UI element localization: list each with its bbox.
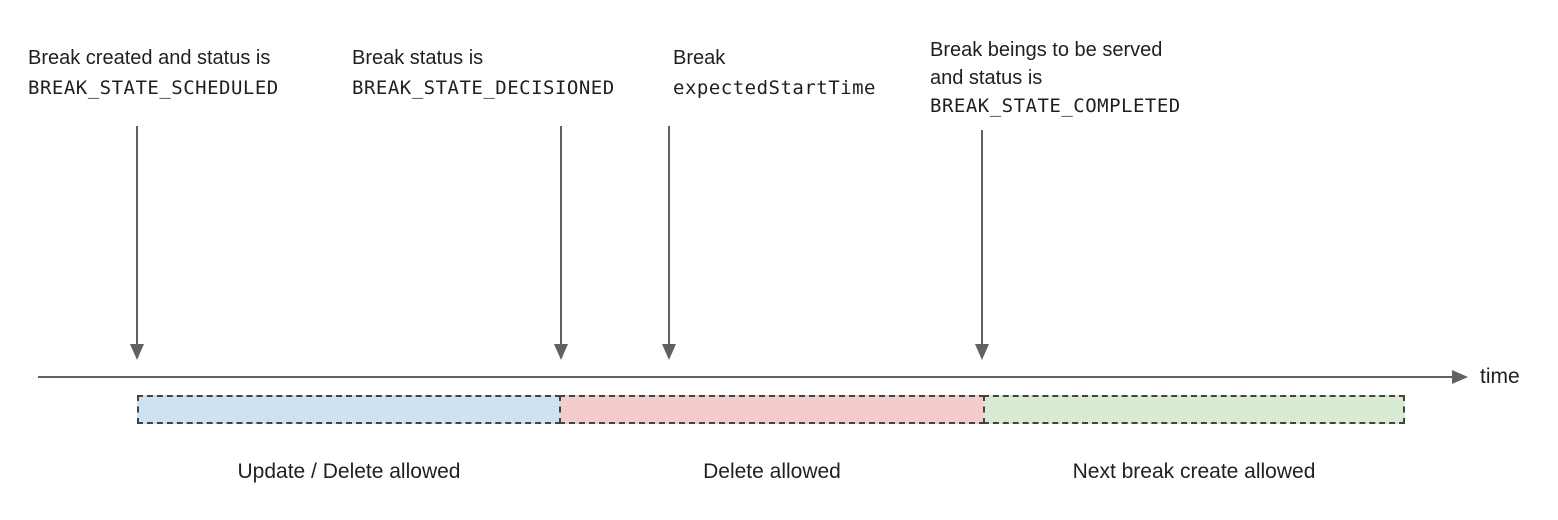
segment-next-break-create-allowed bbox=[983, 395, 1405, 424]
annotation-code: BREAK_STATE_SCHEDULED bbox=[28, 77, 279, 99]
time-axis-label: time bbox=[1480, 365, 1520, 388]
arrow-line bbox=[136, 126, 138, 344]
segment-update-delete-allowed bbox=[137, 395, 561, 424]
arrow-line bbox=[560, 126, 562, 344]
arrow-line bbox=[981, 130, 983, 344]
segment-label-next-break-create: Next break create allowed bbox=[1072, 460, 1316, 483]
down-arrow-completed bbox=[975, 130, 989, 360]
down-arrowhead-icon bbox=[130, 344, 144, 360]
down-arrowhead-icon bbox=[975, 344, 989, 360]
segment-label-delete: Delete allowed bbox=[703, 460, 841, 483]
annotation-break-scheduled: Break created and status is BREAK_STATE_… bbox=[28, 43, 279, 103]
down-arrow-scheduled bbox=[130, 126, 144, 360]
annotation-text: and status is bbox=[930, 67, 1043, 89]
annotation-code: BREAK_STATE_COMPLETED bbox=[930, 95, 1181, 117]
down-arrowhead-icon bbox=[554, 344, 568, 360]
annotation-code: BREAK_STATE_DECISIONED bbox=[352, 77, 615, 99]
segment-label-update-delete: Update / Delete allowed bbox=[237, 460, 461, 483]
annotation-text: Break created and status is bbox=[28, 47, 271, 69]
annotation-text: Break status is bbox=[352, 47, 484, 69]
annotation-break-completed: Break beings to be served and status is … bbox=[930, 36, 1181, 120]
annotation-text: Break beings to be served bbox=[930, 39, 1163, 61]
annotation-code: expectedStartTime bbox=[673, 77, 876, 99]
right-arrowhead-icon bbox=[1452, 370, 1468, 384]
annotation-break-decisioned: Break status is BREAK_STATE_DECISIONED bbox=[352, 43, 615, 103]
annotation-text: Break bbox=[673, 47, 726, 69]
timeline-axis bbox=[38, 376, 1454, 378]
down-arrow-expected-start bbox=[662, 126, 676, 360]
annotation-expected-start-time: Break expectedStartTime bbox=[673, 43, 876, 103]
arrow-line bbox=[668, 126, 670, 344]
down-arrow-decisioned bbox=[554, 126, 568, 360]
segment-delete-allowed bbox=[559, 395, 985, 424]
down-arrowhead-icon bbox=[662, 344, 676, 360]
